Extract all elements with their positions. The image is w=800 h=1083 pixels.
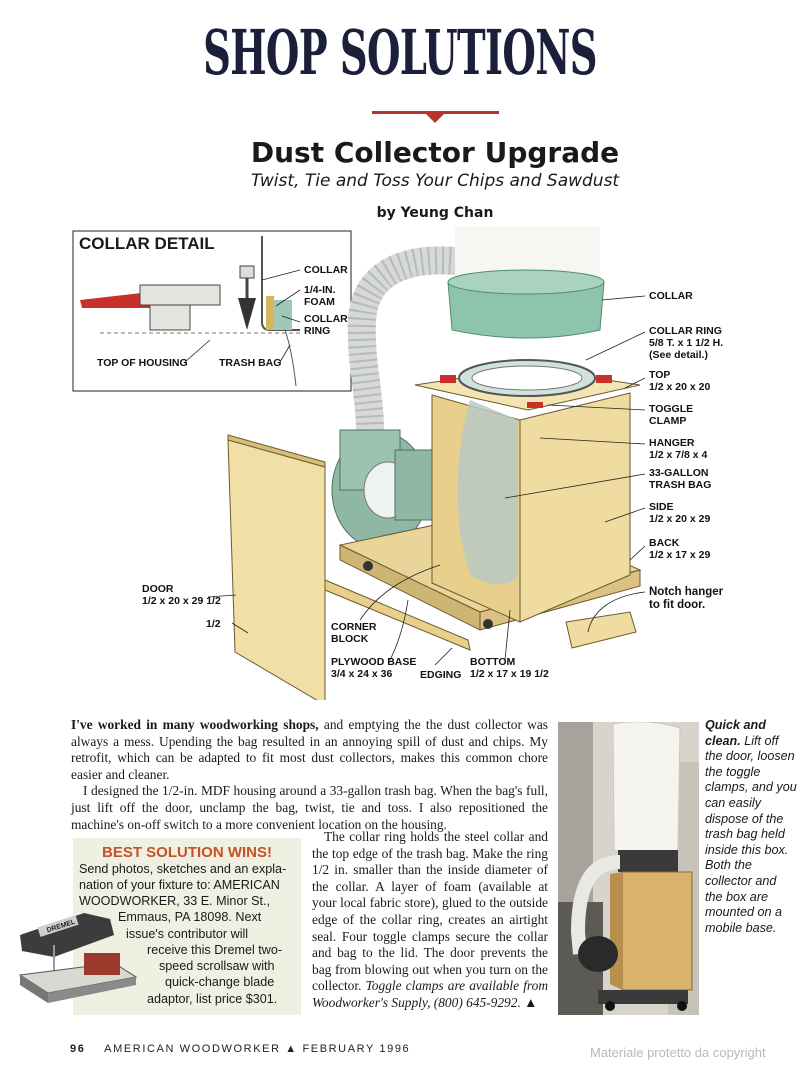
masthead-triangle-icon (425, 113, 445, 123)
label-half: 1/2 (206, 618, 221, 630)
collar-detail-heading: COLLAR DETAIL (79, 234, 215, 253)
photo-caption-text: Lift off the door, loosen the toggle cla… (705, 733, 797, 935)
sidebar-heading: BEST SOLUTION WINS! (102, 844, 272, 861)
photo-caption: Quick and clean. Lift off the door, loos… (705, 718, 797, 936)
paragraph-1: and emptying the the dust collector was … (71, 717, 548, 782)
article-body-top: I've worked in many woodworking shops, a… (71, 717, 548, 833)
sidebar-line: speed scrollsaw with (159, 959, 275, 973)
label-collar: COLLAR (649, 290, 693, 302)
label-collar-ring: COLLAR RING 5/8 T. x 1 1/2 H. (See detai… (649, 325, 724, 361)
label-plywood-base: PLYWOOD BASE 3/4 x 24 x 36 (331, 656, 417, 680)
label-door: DOOR 1/2 x 20 x 29 1/2 (142, 583, 221, 607)
footer-separator-icon: ▲ (285, 1043, 298, 1055)
label-toggle-clamp: TOGGLE CLAMP (649, 403, 694, 427)
end-mark-icon: ▲ (524, 994, 538, 1010)
copyright-watermark: Materiale protetto da copyright (590, 1045, 766, 1060)
scrollsaw-image: DREMEL (18, 913, 138, 1003)
dust-collector-illustration (72, 226, 646, 700)
article-title: Dust Collector Upgrade (250, 136, 620, 169)
dust-collector-photo (558, 722, 699, 1015)
detail-label-top-of-housing: TOP OF HOUSING (97, 357, 188, 369)
masthead: SHOP SOLUTIONS (203, 16, 597, 89)
label-corner-block: CORNER BLOCK (331, 621, 377, 645)
page-number: 96 (70, 1043, 86, 1055)
label-bottom: BOTTOM 1/2 x 17 x 19 1/2 (470, 656, 549, 680)
detail-label-foam: 1/4-IN. FOAM (304, 284, 336, 308)
label-back: BACK 1/2 x 17 x 29 (649, 537, 711, 561)
paragraph-3: The collar ring holds the steel collar a… (312, 829, 548, 994)
detail-label-collar-ring: COLLAR RING (304, 313, 348, 337)
sidebar-line: Send photos, sketches and an expla- (79, 862, 287, 876)
collar-detail-diagram (72, 230, 352, 392)
label-side: SIDE 1/2 x 20 x 29 (649, 501, 711, 525)
label-edging: EDGING (420, 669, 462, 681)
detail-label-trash-bag: TRASH BAG (219, 357, 282, 369)
article-body-right: The collar ring holds the steel collar a… (312, 829, 548, 1012)
lead-in: I've worked in many woodworking shops, (71, 717, 319, 732)
label-hanger: HANGER 1/2 x 7/8 x 4 (649, 437, 708, 461)
page-footer: 96 AMERICAN WOODWORKER ▲ FEBRUARY 1996 (70, 1043, 410, 1055)
issue-date: FEBRUARY 1996 (302, 1043, 411, 1055)
sidebar-line: Emmaus, PA 18098. Next (118, 910, 262, 924)
sidebar-line: receive this Dremel two- (147, 943, 283, 957)
byline: by Yeung Chan (376, 205, 494, 221)
masthead-rule (372, 111, 499, 114)
magazine-name: AMERICAN WOODWORKER (104, 1043, 281, 1055)
article-subtitle: Twist, Tie and Toss Your Chips and Sawdu… (250, 171, 620, 191)
label-trash-bag: 33-GALLON TRASH BAG (649, 467, 712, 491)
photo-caption-lead: Quick and clean. (705, 718, 766, 748)
sidebar-line: WOODWORKER, 33 E. Minor St., (79, 894, 271, 908)
detail-label-collar: COLLAR (304, 264, 348, 276)
label-notch-hanger: Notch hanger to fit door. (649, 586, 724, 611)
sidebar-line: issue's contributor will (126, 927, 249, 941)
label-top: TOP 1/2 x 20 x 20 (649, 369, 711, 393)
toggle-clamp-source: Toggle clamps are available from Woodwor… (312, 978, 548, 1010)
sidebar-line: nation of your fixture to: AMERICAN (79, 878, 280, 892)
paragraph-2: I designed the 1/2-in. MDF housing aroun… (71, 783, 548, 832)
sidebar-line: adaptor, list price $301. (147, 992, 278, 1006)
sidebar-line: quick-change blade (165, 975, 275, 989)
